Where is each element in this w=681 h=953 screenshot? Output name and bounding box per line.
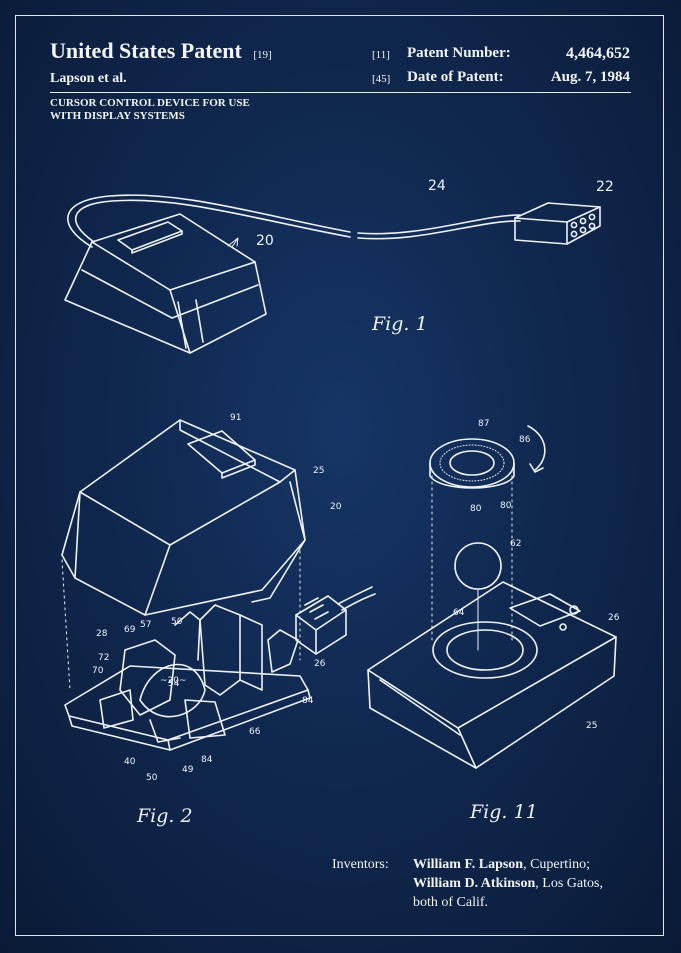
ref-86: 86 <box>519 435 531 445</box>
ref-57: 57 <box>140 620 151 630</box>
ref-26: 26 <box>314 659 326 669</box>
ref-25: 25 <box>313 466 324 476</box>
subject-line-2: WITH DISPLAY SYSTEMS <box>50 110 185 122</box>
ref-22: 22 <box>596 179 614 195</box>
inventor-2-name: William D. Atkinson <box>413 876 536 891</box>
fig11-label: Fig. 11 <box>469 801 538 823</box>
ref-91: 91 <box>230 413 241 423</box>
fig11-drawing <box>368 426 616 768</box>
ref-50b: 50 <box>146 773 158 783</box>
patent-number-label: Patent Number: <box>407 45 511 61</box>
inventor-2-location: , Los Gatos, <box>535 876 603 891</box>
ref-20b: 20 <box>330 502 342 512</box>
patent-number-value: 4,464,652 <box>566 45 630 62</box>
inventor-short: Lapson et al. <box>50 71 127 86</box>
title-code: [19] <box>253 49 272 61</box>
inventor-1-location: , Cupertino; <box>523 857 590 872</box>
reference-numerals: 24 22 20 91 25 20 28 69 57 50 72 70 54 4… <box>92 178 620 783</box>
ref-87: 87 <box>478 419 489 429</box>
ref-20: 20 <box>256 233 274 249</box>
ref-26b: 26 <box>608 613 620 623</box>
inventors-names: William F. Lapson, Cupertino; William D.… <box>413 855 603 912</box>
patent-subject: CURSOR CONTROL DEVICE FOR USE WITH DISPL… <box>50 97 250 123</box>
date-label: Date of Patent: <box>407 69 504 85</box>
ref-66: 66 <box>249 727 261 737</box>
fig1-drawing <box>65 195 600 353</box>
ref-50: 50 <box>171 617 183 627</box>
header-rule <box>50 92 631 93</box>
patent-number-code: [11] <box>372 49 390 61</box>
inventors-state: both of Calif. <box>413 895 489 910</box>
date-code: [45] <box>372 73 391 85</box>
ref-69: 69 <box>124 625 136 635</box>
inventors-label: Inventors: <box>332 857 389 872</box>
subject-line-1: CURSOR CONTROL DEVICE FOR USE <box>50 97 250 109</box>
ref-28: 28 <box>96 629 108 639</box>
fig1-cable <box>68 195 350 247</box>
fig2-label: Fig. 2 <box>136 805 193 827</box>
date-value: Aug. 7, 1984 <box>550 69 630 85</box>
fig1-mouse <box>65 214 266 353</box>
ref-54: 54 <box>168 679 180 689</box>
inventor-1-name: William F. Lapson <box>413 857 524 872</box>
ref-80: 80 <box>470 504 482 514</box>
ref-25b: 25 <box>586 721 597 731</box>
ref-80b: 80 <box>500 501 512 511</box>
ref-62: 62 <box>510 539 521 549</box>
ref-24: 24 <box>428 178 446 194</box>
ref-70: 70 <box>92 666 104 676</box>
fig2-center-text: ~20~ <box>160 676 187 686</box>
ref-84: 84 <box>201 755 213 765</box>
ref-64: 64 <box>453 608 465 618</box>
fig1-label: Fig. 1 <box>371 313 428 335</box>
ref-84b: 84 <box>302 696 314 706</box>
ref-72: 72 <box>98 653 109 663</box>
fig2-drawing <box>62 420 375 750</box>
ref-40: 40 <box>124 757 136 767</box>
page-border <box>15 15 664 936</box>
ref-49: 49 <box>182 765 194 775</box>
patent-title: United States Patent [19] <box>50 38 272 63</box>
fig1-connector <box>515 203 600 244</box>
